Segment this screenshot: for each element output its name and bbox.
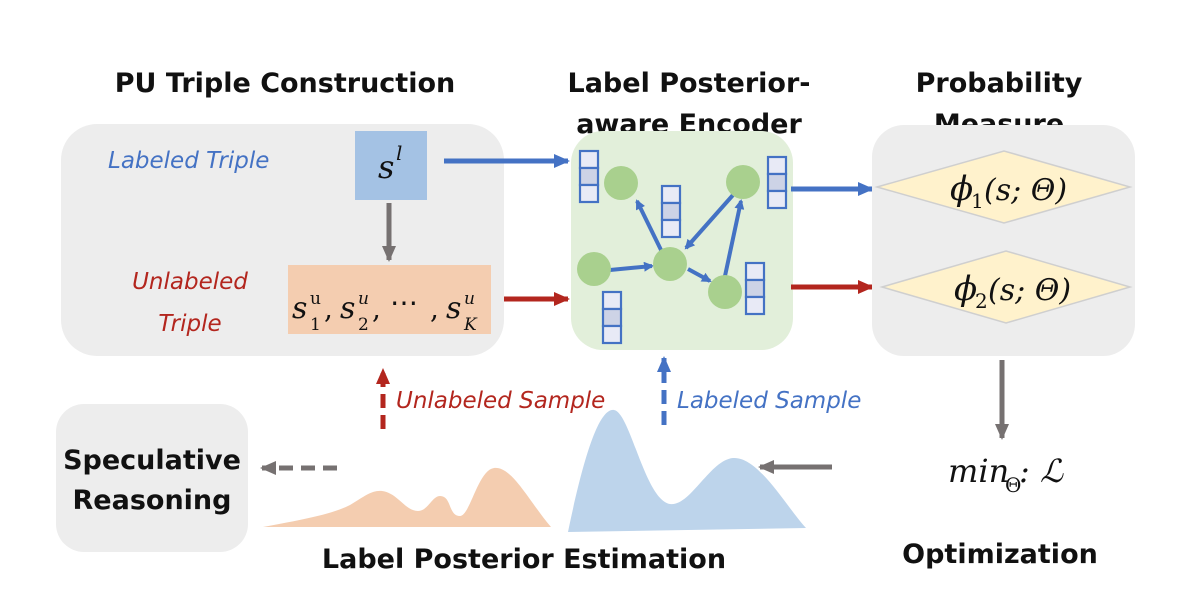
unlabeled-sample-label: Unlabeled Sample — [396, 388, 605, 414]
embedding-vector — [578, 149, 600, 204]
unlabeled-formula: s 1 u , s 2 u , ⋯ , s K u — [292, 286, 478, 335]
edge — [635, 199, 664, 253]
labeled-sup: l — [396, 141, 402, 165]
phi1-diamond — [874, 150, 1133, 224]
edge — [723, 199, 745, 277]
unlabeled-triple-label-line1: Unlabeled — [132, 269, 248, 295]
graph-node — [726, 165, 760, 199]
embedding-vector — [660, 184, 682, 239]
svg-text:K: K — [463, 315, 478, 335]
svg-text:1: 1 — [310, 315, 321, 335]
svg-text:,: , — [324, 292, 333, 325]
svg-text:s: s — [292, 291, 307, 326]
encoder-title-line1: Label Posterior- — [568, 68, 811, 99]
graph-node — [604, 166, 638, 200]
embedding-vector — [601, 290, 623, 345]
speculative-title-line1: Speculative — [63, 445, 241, 476]
svg-text:2: 2 — [358, 315, 369, 335]
embedding-vector — [744, 261, 766, 316]
svg-text:u: u — [310, 289, 321, 309]
optimization-rest: : ℒ — [1019, 452, 1064, 490]
pu-triple-title: PU Triple Construction — [115, 68, 455, 99]
phi1-symbol: ϕ — [950, 169, 973, 209]
embedding-vectors — [578, 149, 788, 345]
svg-text:,: , — [430, 292, 439, 325]
labeled-sample-label: Labeled Sample — [677, 388, 861, 414]
unlabeled-triple-label-line2: Triple — [158, 311, 221, 337]
svg-text:s: s — [446, 291, 461, 326]
optimization-min: min — [948, 452, 1009, 490]
edge — [609, 261, 654, 272]
svg-text:,: , — [372, 292, 381, 325]
labeled-triple-box — [355, 131, 427, 200]
probability-title-line1: Probability — [916, 68, 1083, 99]
svg-text:u: u — [464, 289, 475, 309]
optimization-sub: Θ — [1005, 473, 1021, 497]
graph-node — [708, 275, 742, 309]
unlabeled-triple-box — [288, 265, 491, 334]
estimation-title: Label Posterior Estimation — [322, 544, 726, 575]
labeled-distribution-curve — [568, 409, 806, 532]
speculative-title-line2: Reasoning — [73, 485, 232, 516]
edge — [687, 267, 712, 283]
phi1-sub: 1 — [971, 189, 984, 213]
svg-text:u: u — [358, 289, 369, 309]
labeled-symbol: s — [378, 148, 394, 186]
edge — [684, 193, 735, 250]
svg-text:⋯: ⋯ — [390, 286, 418, 319]
unlabeled-distribution-curve — [263, 467, 551, 527]
graph-edges — [609, 193, 745, 283]
phi1-args: (s; Θ) — [984, 173, 1067, 208]
phi2-args: (s; Θ) — [988, 273, 1071, 308]
phi2-symbol: ϕ — [954, 269, 977, 309]
graph-node — [653, 247, 687, 281]
optimization-title: Optimization — [902, 539, 1098, 570]
phi2-sub: 2 — [975, 289, 988, 313]
embedding-vector — [766, 155, 788, 210]
labeled-triple-label: Labeled Triple — [108, 148, 269, 174]
phi2-diamond — [879, 250, 1133, 324]
speculative-panel — [56, 404, 248, 552]
graph-nodes — [577, 165, 760, 309]
graph-node — [577, 252, 611, 286]
svg-text:s: s — [340, 291, 355, 326]
